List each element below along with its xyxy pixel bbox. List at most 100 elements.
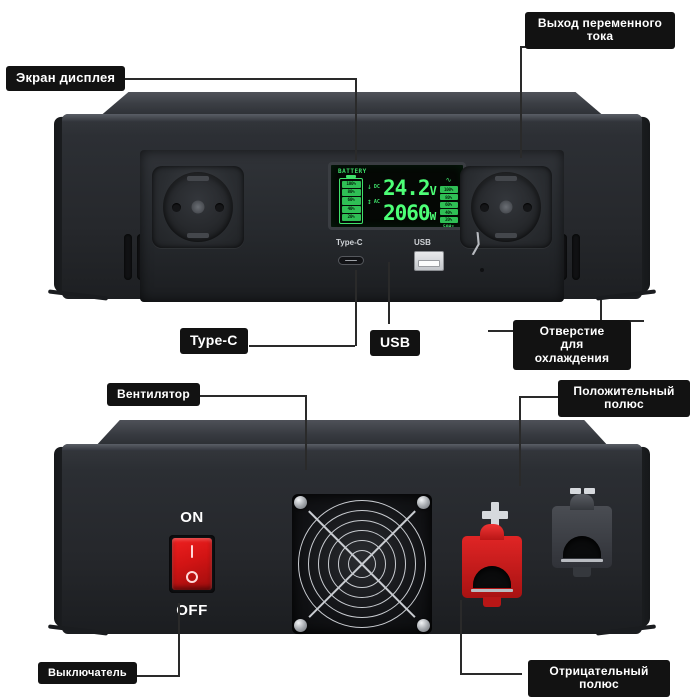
frequency-label: 50Hz	[442, 225, 455, 230]
callout-cooling-vent[interactable]: Отверстие для охлаждения	[513, 320, 631, 371]
ac-socket-right[interactable]	[460, 166, 552, 248]
rear-chassis: ON OFF	[47, 444, 657, 636]
switch-on-label: ON	[180, 509, 204, 526]
usb-a-port[interactable]	[414, 251, 444, 271]
load-segment: 80%	[439, 193, 458, 201]
callout-display-screen[interactable]: Экран дисплея	[6, 66, 126, 91]
socket-ring-left	[163, 172, 233, 242]
fan-screw	[294, 619, 307, 632]
voltage-unit: V	[429, 184, 437, 198]
leader-usb	[388, 262, 390, 324]
fan-screw	[294, 496, 307, 509]
battery-segment: 40%	[341, 205, 361, 214]
leader-positive-pole	[519, 396, 561, 398]
power-value: 2060	[383, 201, 431, 225]
load-segment: 60%	[439, 201, 458, 208]
positive-terminal-foot	[483, 597, 501, 607]
usb-port-label: USB	[414, 238, 431, 247]
inverter-front-view: BATTERY 100% 80% 60% 40% 20% ↓ DC	[47, 92, 657, 317]
lcd-mode-icons: ↓ DC ↕ AC	[367, 179, 381, 209]
leader-fan	[305, 395, 307, 470]
panel-dot	[480, 268, 484, 272]
leader-type-c	[355, 270, 357, 346]
leader-switch	[178, 603, 180, 675]
rear-foot-right	[595, 624, 657, 636]
positive-terminal-cap	[480, 524, 504, 540]
voltage-readout: 24.2V	[383, 176, 437, 202]
power-unit: W	[429, 210, 437, 223]
leader-ac-output	[520, 46, 522, 158]
front-recessed-panel: BATTERY 100% 80% 60% 40% 20% ↓ DC	[140, 150, 564, 302]
fan-grille-ring	[298, 500, 426, 628]
fan-grille-ring	[328, 530, 396, 598]
battery-segment: 100%	[341, 180, 361, 189]
fan-screw	[417, 619, 430, 632]
load-level-indicator: ∿ 100% 80% 60% 40% 20% 50Hz	[439, 176, 458, 230]
positive-terminal[interactable]	[462, 524, 522, 607]
battery-segment: 20%	[341, 213, 361, 222]
voltage-value: 24.2	[383, 176, 431, 200]
leader-fan	[194, 395, 306, 397]
sine-wave-icon: ∿	[445, 176, 452, 184]
fan-grille-ring	[308, 510, 416, 618]
power-readout: 2060W	[383, 201, 437, 227]
positive-plus-icon	[482, 502, 508, 528]
cooling-fan	[292, 494, 432, 634]
leader-switch	[118, 675, 180, 677]
fan-grille-ring	[348, 550, 376, 578]
leader-display-screen	[112, 78, 356, 80]
fan-screw	[417, 496, 430, 509]
leader-type-c	[249, 345, 355, 347]
leader-cooling-vent	[488, 330, 520, 332]
dc-label: DC	[373, 183, 380, 190]
leader-display-screen	[355, 78, 357, 160]
battery-segment: 80%	[341, 188, 361, 197]
negative-minus-icon	[570, 488, 595, 494]
inverter-rear-view: ON OFF	[47, 420, 657, 650]
load-segment: 40%	[439, 209, 458, 216]
type-c-port[interactable]	[338, 256, 364, 265]
rear-top-bevel	[94, 420, 610, 448]
power-switch-assembly: ON OFF	[157, 509, 227, 619]
front-foot-right	[595, 289, 657, 301]
leader-negative-pole	[460, 600, 462, 673]
rocker-face	[172, 538, 212, 590]
ac-label: AC	[373, 198, 380, 205]
load-segment: 20%	[439, 216, 458, 223]
negative-terminal-port	[561, 536, 603, 562]
fan-grille-ring	[318, 520, 406, 608]
type-c-port-label: Type-C	[336, 238, 363, 247]
callout-positive-pole[interactable]: Положительный полюс	[558, 380, 690, 417]
lcd-readout: 24.2V 2060W	[383, 176, 437, 227]
power-switch[interactable]	[169, 535, 215, 593]
lcd-display: BATTERY 100% 80% 60% 40% 20% ↓ DC	[328, 162, 466, 230]
positive-terminal-port	[471, 566, 513, 592]
lcd-battery-label: BATTERY	[338, 168, 367, 175]
ac-socket-left[interactable]	[152, 166, 244, 248]
usb-port-group: Type-C USB	[328, 238, 466, 280]
callout-fan[interactable]: Вентилятор	[107, 383, 200, 407]
callout-usb[interactable]: USB	[370, 330, 421, 356]
callout-type-c[interactable]: Type-C	[180, 328, 248, 354]
leader-cooling-vent	[600, 300, 602, 322]
leader-negative-pole	[460, 673, 522, 675]
negative-terminal-cap	[570, 494, 594, 510]
callout-ac-output[interactable]: Выход переменного тока	[525, 12, 675, 49]
battery-segment: 60%	[341, 197, 361, 205]
fan-grille-ring	[338, 540, 386, 588]
negative-terminal[interactable]	[552, 494, 612, 577]
switch-off-label: OFF	[176, 602, 208, 619]
callout-switch[interactable]: Выключатель	[38, 662, 137, 685]
dc-arrow-icon: ↓	[367, 181, 372, 191]
socket-ring-right	[471, 172, 541, 242]
load-segment: 100%	[439, 186, 458, 193]
front-foot-left	[47, 289, 109, 301]
callout-negative-pole[interactable]: Отрицательный полюс	[528, 660, 670, 697]
front-chassis: BATTERY 100% 80% 60% 40% 20% ↓ DC	[47, 114, 657, 302]
switch-off-symbol-icon	[186, 571, 198, 584]
rear-foot-left	[47, 624, 109, 636]
leader-positive-pole	[519, 396, 521, 486]
ac-arrow-icon: ↕	[367, 196, 372, 206]
negative-terminal-foot	[573, 567, 591, 577]
